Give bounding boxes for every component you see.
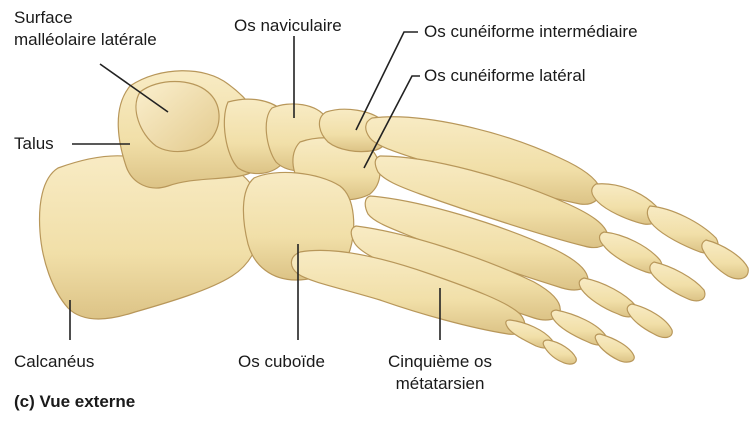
label-calcaneus: Calcanéus [14, 352, 94, 372]
label-cuboid: Os cuboïde [238, 352, 325, 372]
label-lateral-cuneiform: Os cunéiforme latéral [424, 66, 586, 86]
phalanx-3b [627, 304, 672, 337]
label-fifth-metatarsal-line2: métatarsien [370, 374, 510, 394]
label-navicular: Os naviculaire [234, 16, 342, 36]
label-surface-malleolar-line1: Surface [14, 8, 73, 28]
phalanx-2b [650, 262, 705, 301]
label-surface-malleolar-line2: malléolaire latérale [14, 30, 157, 50]
figure-caption: (c) Vue externe [14, 392, 135, 412]
label-intermediate-cuneiform: Os cunéiforme intermédiaire [424, 22, 638, 42]
phalanx-4b [595, 334, 634, 362]
label-talus: Talus [14, 134, 54, 154]
label-fifth-metatarsal-line1: Cinquième os [370, 352, 510, 372]
phalanx-1c [702, 240, 748, 279]
phalanx-5b [543, 340, 576, 364]
